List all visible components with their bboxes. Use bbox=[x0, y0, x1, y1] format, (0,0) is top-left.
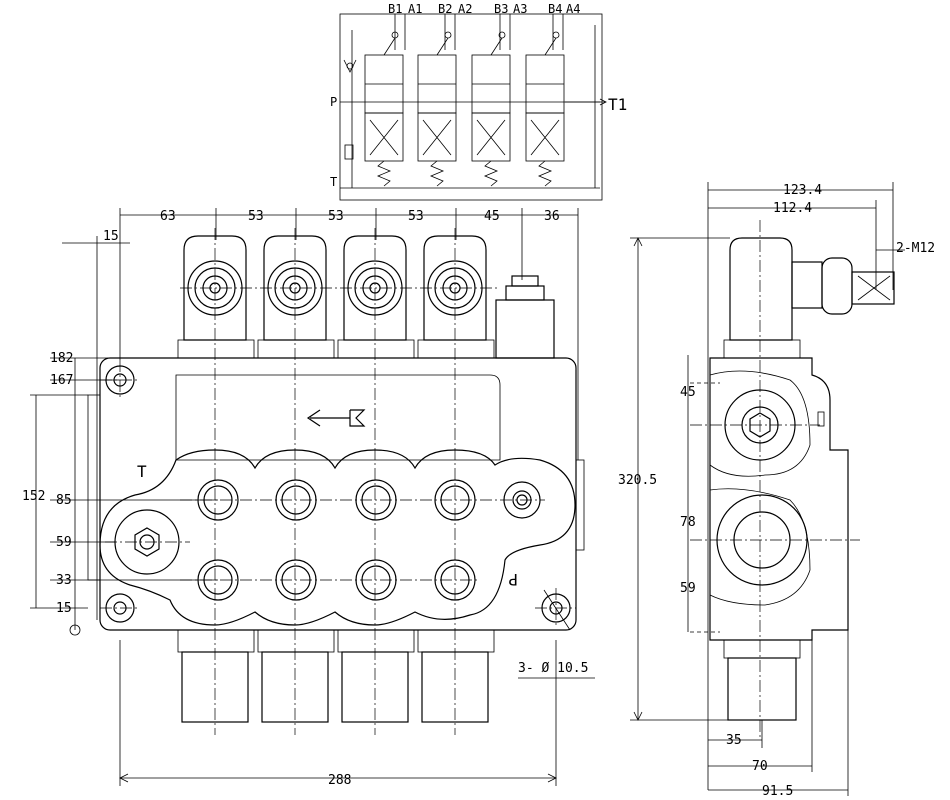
spool-handles bbox=[177, 235, 555, 359]
side-dim-70: 70 bbox=[752, 759, 768, 774]
front-dim-top-53a: 53 bbox=[248, 209, 264, 224]
front-dim-top-36: 36 bbox=[544, 209, 560, 224]
front-dim-288: 288 bbox=[328, 773, 351, 788]
front-dim-152: 152 bbox=[22, 489, 45, 504]
mounting-hole-note: 3- Ø 10.5 bbox=[518, 661, 588, 676]
side-dim-35: 35 bbox=[726, 733, 742, 748]
side-dim-112-4: 112.4 bbox=[773, 201, 812, 216]
side-dim-320-5: 320.5 bbox=[618, 473, 657, 488]
schematic-port-a2: A2 bbox=[458, 2, 472, 16]
side-dim-45: 45 bbox=[680, 385, 696, 400]
schematic-port-b3: B3 bbox=[494, 2, 508, 16]
schematic-port-t: T bbox=[330, 175, 337, 189]
side-dim-91-5: 91.5 bbox=[762, 784, 793, 799]
schematic-port-b2: B2 bbox=[438, 2, 452, 16]
hydraulic-schematic: B1 A1 B2 A2 B3 A3 B4 A4 P T T1 bbox=[330, 2, 627, 201]
schematic-port-b4: B4 bbox=[548, 2, 562, 16]
front-dim-182: 182 bbox=[50, 351, 73, 366]
schematic-port-a3: A3 bbox=[513, 2, 527, 16]
tank-port-mark: T bbox=[137, 462, 147, 481]
bottom-fittings bbox=[177, 629, 495, 723]
front-dim-offset-15: 15 bbox=[103, 229, 119, 244]
side-dim-123-4: 123.4 bbox=[783, 183, 822, 198]
work-ports bbox=[114, 479, 541, 601]
pressure-port-mark: P bbox=[508, 570, 518, 589]
front-dim-33: 33 bbox=[56, 573, 72, 588]
schematic-port-a1: A1 bbox=[408, 2, 422, 16]
side-view: 123.4 112.4 2-M12 320.5 bbox=[618, 182, 935, 799]
front-dim-top-45: 45 bbox=[484, 209, 500, 224]
front-dim-top-53c: 53 bbox=[408, 209, 424, 224]
front-dim-top-53b: 53 bbox=[328, 209, 344, 224]
schematic-port-b1: B1 bbox=[388, 2, 402, 16]
front-dim-85: 85 bbox=[56, 493, 72, 508]
front-dim-15: 15 bbox=[56, 601, 72, 616]
schematic-port-p: P bbox=[330, 95, 337, 109]
front-dim-167: 167 bbox=[50, 373, 73, 388]
schematic-port-t1: T1 bbox=[608, 95, 627, 114]
schematic-port-a4: A4 bbox=[566, 2, 580, 16]
front-view: 63 53 53 53 45 36 15 bbox=[22, 208, 595, 788]
side-dim-78: 78 bbox=[680, 515, 696, 530]
front-dim-59: 59 bbox=[56, 535, 72, 550]
side-thread-note: 2-M12 bbox=[896, 241, 935, 256]
front-dim-top-63: 63 bbox=[160, 209, 176, 224]
side-dim-59: 59 bbox=[680, 581, 696, 596]
